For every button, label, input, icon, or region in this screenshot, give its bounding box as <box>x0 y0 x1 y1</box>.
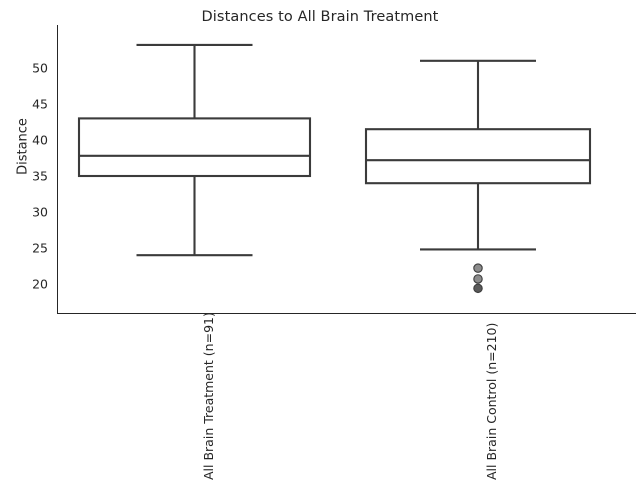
x-tick-label: All Brain Treatment (n=91) <box>200 312 216 480</box>
y-tick-label: 30 <box>32 204 48 220</box>
y-tick-label: 20 <box>32 276 48 292</box>
y-axis-spine <box>57 25 59 314</box>
chart-title: Distances to All Brain Treatment <box>201 9 439 25</box>
box-iqr <box>364 128 592 185</box>
y-tick-label: 40 <box>32 132 48 148</box>
y-tick-label: 25 <box>32 240 48 256</box>
y-tick-label: 45 <box>32 96 48 112</box>
x-axis-spine <box>57 313 636 315</box>
outlier-point <box>473 263 483 273</box>
outlier-point <box>473 283 483 294</box>
y-tick-label: 35 <box>32 168 48 184</box>
y-tick-label: 50 <box>32 60 48 76</box>
box-iqr <box>77 117 312 178</box>
x-tick-label: All Brain Control (n=210) <box>484 322 499 480</box>
outlier-point <box>473 274 483 284</box>
